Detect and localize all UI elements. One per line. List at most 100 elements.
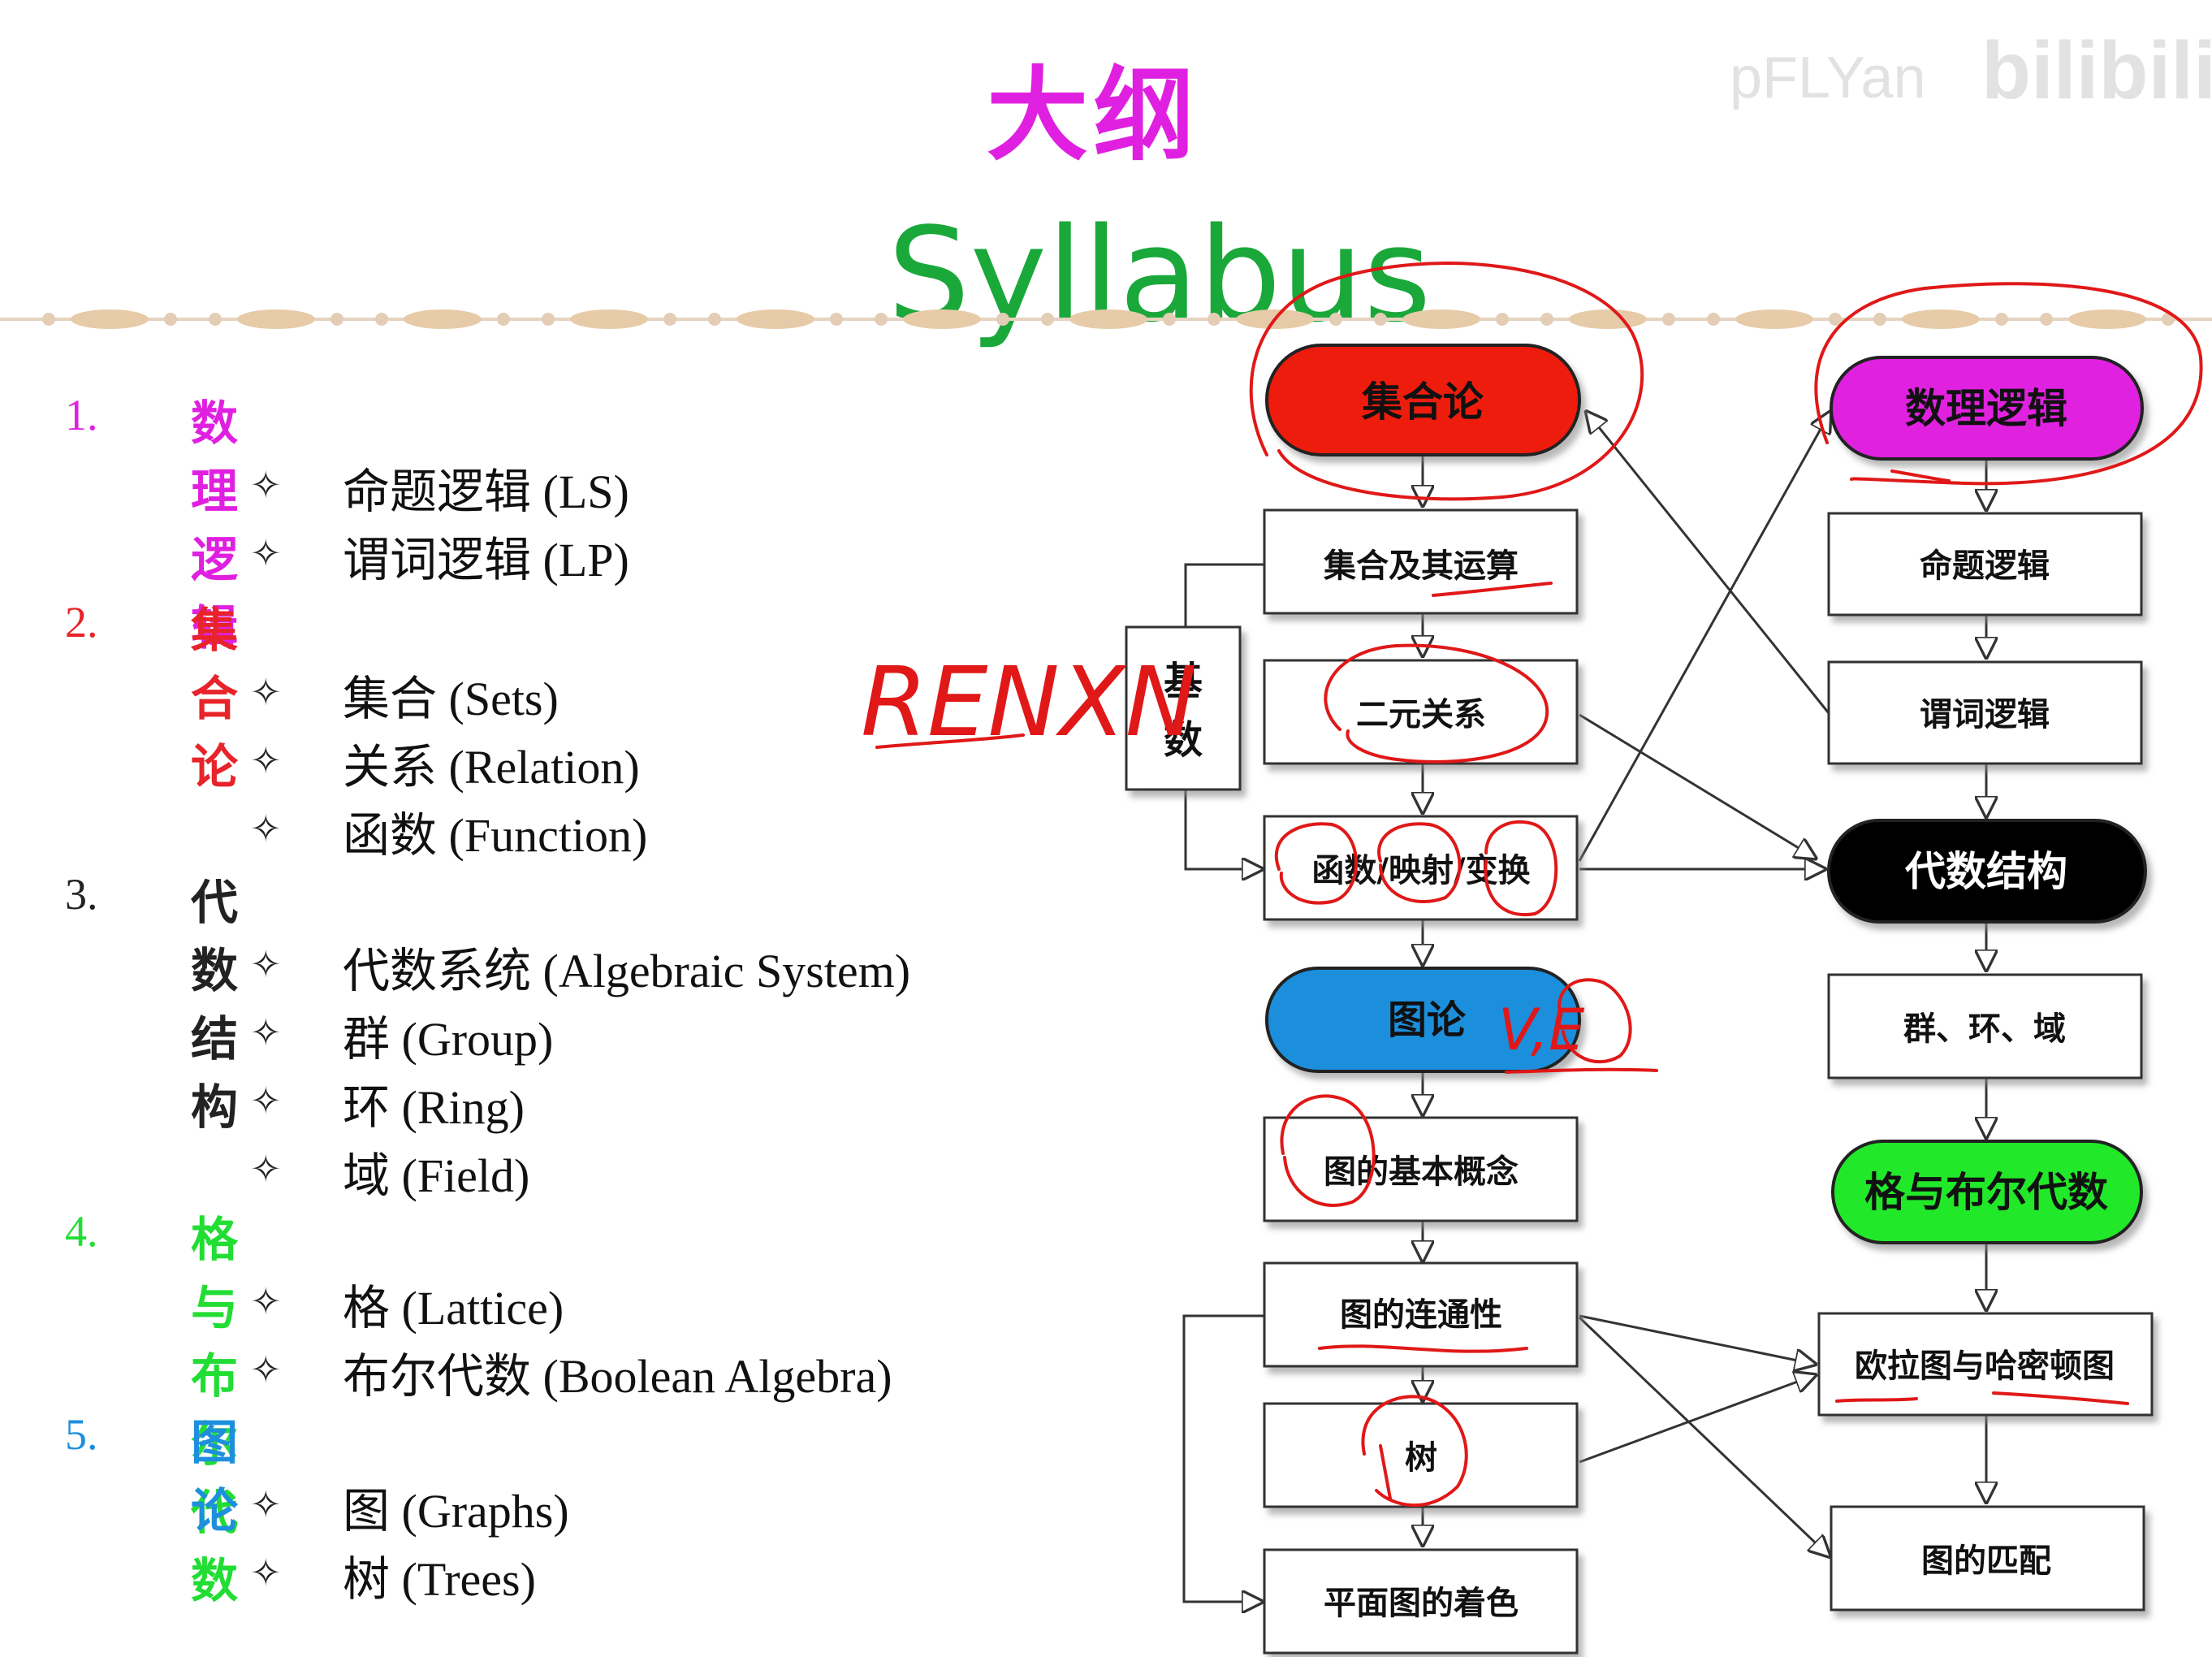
label-math-logic: 数理逻辑 [1905, 385, 2067, 432]
ink-circle-graph-basics [1280, 1094, 1376, 1207]
section-title: 数理逻辑 [191, 396, 239, 655]
ink-circle-functions-1 [1274, 822, 1358, 905]
section-title: 格与布尔代数 [191, 1212, 239, 1608]
label-connectivity: 图的连通性 [1340, 1296, 1502, 1334]
arrow-tree-euler [1579, 1374, 1817, 1464]
node-tree [1263, 1402, 1579, 1508]
arrow-cardinality-functions [1184, 790, 1264, 869]
label-set-ops: 集合及其运算 [1323, 547, 1519, 585]
section-number: 1. [65, 391, 98, 439]
label-planar-coloring: 平面图的着色 [1324, 1585, 1519, 1622]
ink-circle-set-theory [1249, 262, 1644, 501]
ink-underline-connectivity [1318, 1344, 1528, 1353]
bullet-icon: ✧ [250, 807, 282, 850]
arrow-connectivity-planar [1182, 1314, 1264, 1602]
bullet-icon: ✧ [250, 738, 282, 782]
bullet-icon: ✧ [250, 1147, 282, 1191]
bilibili-logo: bilibili [1981, 25, 2212, 116]
node-pred-logic [1827, 660, 2143, 765]
node-prop-logic [1827, 512, 2143, 617]
label-lattice-boolean: 格与布尔代数 [1864, 1169, 2108, 1216]
bullet-icon: ✧ [250, 1279, 282, 1323]
node-set-ops [1263, 508, 1579, 615]
ink-circle-binary-relation [1324, 643, 1549, 764]
node-set-theory [1265, 344, 1581, 456]
outline-item: 命题逻辑 (LS) [343, 465, 629, 518]
ink-text-renxn: RENXN [861, 646, 1197, 758]
outline-item: 函数 (Function) [343, 809, 648, 862]
node-graph-theory [1265, 967, 1581, 1073]
connector-setops-cardinality [1184, 563, 1264, 627]
label-graph-basics: 图的基本概念 [1324, 1153, 1519, 1191]
node-graph-matching [1830, 1505, 2145, 1612]
section-number: 5. [65, 1410, 98, 1459]
bullet-icon: ✧ [250, 942, 282, 986]
arrow-connectivity-euler [1579, 1314, 1817, 1365]
bullet-icon: ✧ [250, 1482, 282, 1526]
label-algebra: 代数结构 [1904, 848, 2067, 895]
arrow-connectivity-matching [1578, 1316, 1831, 1558]
label-binary-relation: 二元关系 [1356, 696, 1486, 733]
outline-item: 布尔代数 (Boolean Algebra) [343, 1350, 892, 1403]
outline-item: 关系 (Relation) [343, 741, 640, 794]
section-title: 图论 [191, 1415, 239, 1538]
bullet-icon: ✧ [250, 463, 282, 507]
node-planar-coloring [1263, 1548, 1579, 1655]
outline-item: 代数系统 (Algebraic System) [343, 945, 911, 997]
label-tree: 树 [1405, 1439, 1437, 1477]
node-euler-hamilton [1817, 1312, 2154, 1417]
title-chinese: 大纲 [987, 57, 1199, 175]
label-graph-theory: 图论 [1388, 997, 1467, 1043]
label-euler-hamilton: 欧拉图与哈密顿图 [1855, 1348, 2115, 1385]
ink-tick-tree [1379, 1444, 1392, 1500]
ink-underline-hamilton [1992, 1391, 2129, 1405]
bullet-icon: ✧ [250, 531, 282, 575]
section-number: 2. [65, 598, 98, 647]
bullet-icon: ✧ [250, 1551, 282, 1594]
section-title: 代数结构 [191, 875, 239, 1135]
label-group-ring-field: 群、环、域 [1903, 1010, 2066, 1048]
ink-underline-renxn [875, 733, 1025, 749]
label-set-theory: 集合论 [1361, 379, 1484, 426]
label-functions: 函数/映射/变换 [1311, 852, 1530, 889]
node-cardinality [1125, 625, 1242, 791]
section-number: 4. [65, 1207, 98, 1256]
ink-underline-ve [1505, 1067, 1658, 1074]
decorative-divider [0, 309, 2212, 329]
arrow-functions-logic [1578, 410, 1831, 862]
node-lattice-boolean [1831, 1140, 2143, 1244]
ink-circle-math-logic [1814, 282, 2203, 486]
arrow-binaryrel-algebra [1579, 713, 1817, 859]
ink-underline-set-ops [1432, 582, 1553, 597]
bullet-icon: ✧ [250, 1010, 282, 1054]
watermark-text: pFLYan [1730, 45, 1926, 110]
outline-item: 树 (Trees) [343, 1553, 536, 1606]
ink-underline-euler [1835, 1397, 1918, 1403]
outline-item: 集合 (Sets) [343, 673, 559, 725]
outline-item: 群 (Group) [343, 1013, 554, 1066]
ink-circle-tree [1361, 1395, 1468, 1508]
outline-item: 谓词逻辑 (LP) [343, 534, 629, 586]
section-title: 集合论 [191, 603, 239, 794]
node-math-logic [1830, 356, 2144, 461]
bullet-icon: ✧ [250, 1348, 282, 1391]
node-group-ring-field [1827, 973, 2143, 1079]
outline-item: 环 (Ring) [343, 1081, 525, 1134]
bullet-icon: ✧ [250, 1079, 282, 1123]
label-graph-matching: 图的匹配 [1921, 1542, 2051, 1580]
label-prop-logic: 命题逻辑 [1920, 547, 2050, 585]
bullet-icon: ✧ [250, 670, 282, 714]
ink-stroke-logic [1890, 469, 1951, 482]
ink-circle-functions-3 [1484, 820, 1558, 917]
node-algebra [1827, 819, 2147, 924]
title-english: Syllabus [888, 199, 1432, 351]
outline-item: 图 (Graphs) [343, 1485, 569, 1538]
outline-item: 域 (Field) [343, 1149, 530, 1202]
ink-circle-ve [1557, 978, 1632, 1064]
section-number: 3. [65, 870, 98, 919]
ink-text-ve: V,E [1498, 997, 1585, 1063]
outline-item: 格 (Lattice) [343, 1282, 564, 1335]
label-pred-logic: 谓词逻辑 [1920, 696, 2050, 733]
arrow-pred-settheory [1585, 410, 1830, 714]
